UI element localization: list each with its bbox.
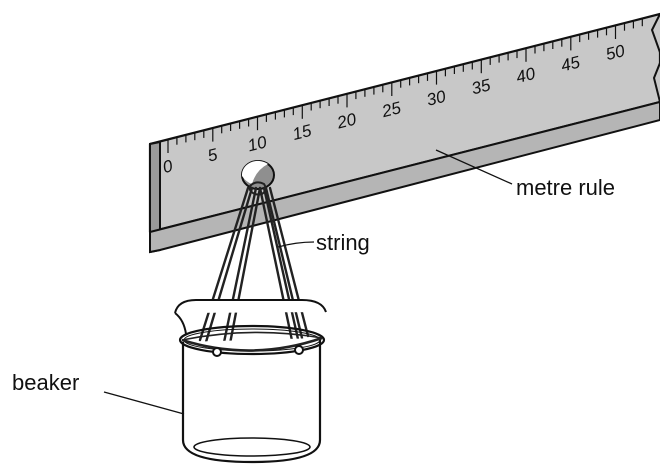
scale-number: 40 [514, 64, 537, 87]
scale-number: 20 [334, 109, 358, 132]
scale-number: 30 [425, 87, 448, 110]
scale-number: 10 [246, 132, 269, 155]
metre-rule-label: metre rule [516, 175, 615, 200]
scale-number: 35 [469, 75, 492, 98]
scale-number: 50 [604, 41, 627, 64]
scale-number: 15 [290, 121, 313, 144]
metre-rule-break [650, 13, 660, 103]
rule-hole [241, 160, 275, 190]
beaker [174, 299, 327, 464]
beaker-body [181, 338, 322, 464]
label-beaker: beaker [12, 370, 185, 415]
beaker-base [193, 437, 311, 457]
string [198, 181, 310, 356]
scale-number: 25 [379, 98, 403, 121]
scale-ticks [167, 19, 643, 153]
label-string: string [277, 230, 370, 255]
beaker-label: beaker [12, 370, 79, 395]
beaker-rim [178, 324, 326, 356]
scale-number: 45 [559, 52, 582, 75]
label-metre-rule: metre rule [435, 149, 615, 200]
string-label: string [316, 230, 370, 255]
